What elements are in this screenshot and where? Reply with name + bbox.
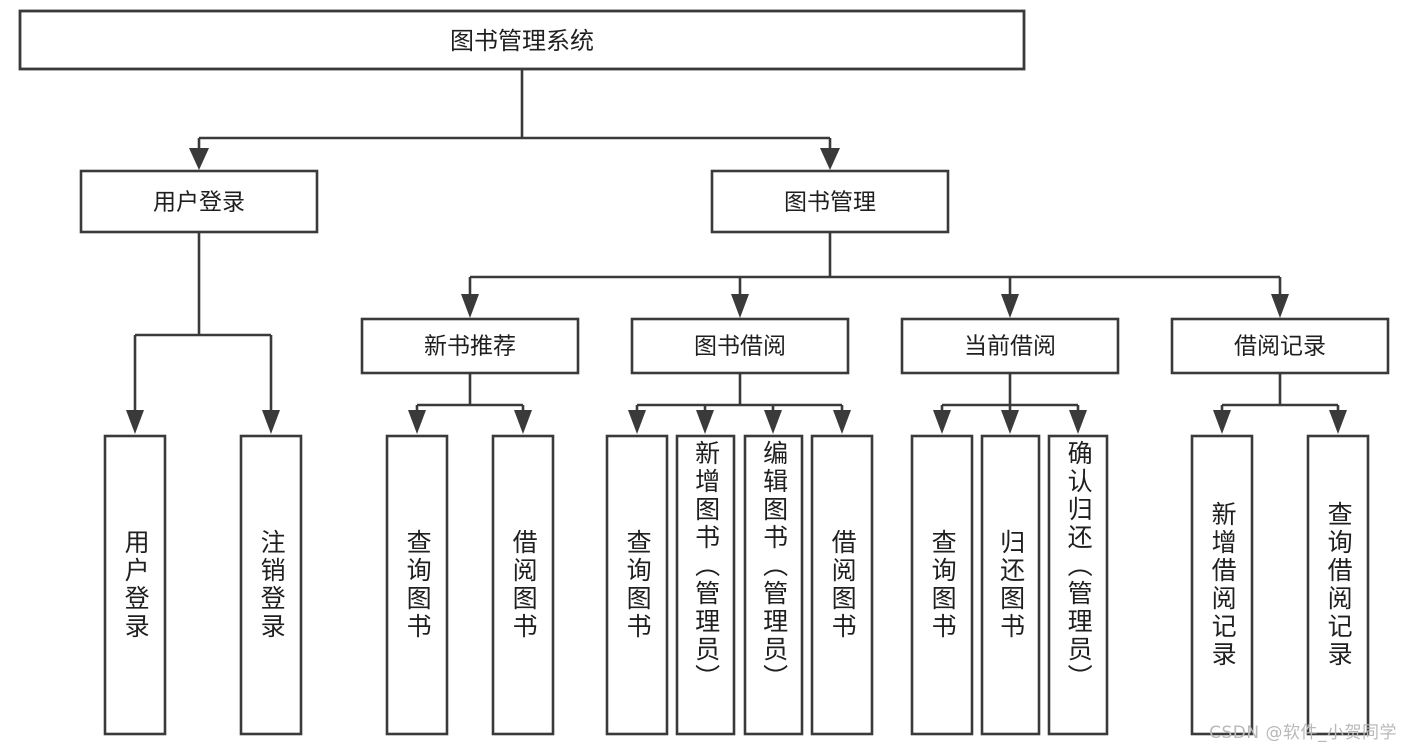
leaf-box-query-book-3[interactable] [910,434,974,736]
arrowhead-leaf-query-book-3 [933,410,951,434]
node-new-book-recommend-label: 新书推荐 [424,334,516,360]
node-current-borrow-label: 当前借阅 [964,334,1056,360]
arrowhead-current-borrow [1001,294,1019,318]
arrowhead-book-borrow [731,294,749,318]
leaf-box-user-login[interactable] [103,434,167,736]
arrowhead-leaf-query-book-1 [408,410,426,434]
leaf-box-query-book-2[interactable] [605,434,669,736]
node-book-management-label: 图书管理 [784,190,876,216]
csdn-watermark: CSDN @软件_小贺同学 [1209,723,1397,743]
leaf-box-confirm-return[interactable] [1047,434,1109,736]
node-borrow-record[interactable]: 借阅记录 [1170,317,1390,375]
node-book-management[interactable]: 图书管理 [710,169,950,234]
node-user-login[interactable]: 用户登录 [79,169,319,234]
leaf-box-edit-book[interactable] [743,434,804,736]
leaf-box-query-book-1[interactable] [385,434,449,736]
leaf-box-add-book[interactable] [675,434,736,736]
leaf-box-borrow-book-2[interactable] [810,434,874,736]
arrowhead-leaf-user-login [126,410,144,434]
node-book-borrow[interactable]: 图书借阅 [630,317,850,375]
arrowhead-leaf-query-book-2 [628,410,646,434]
arrowhead-userlogin [189,148,209,170]
arrowhead-new-book-recommend [461,294,479,318]
node-root-label: 图书管理系统 [450,27,594,55]
arrowhead-borrow-record [1271,294,1289,318]
arrowhead-leaf-borrow-book-1 [514,410,532,434]
arrowhead-leaf-confirm-return [1069,410,1087,434]
arrowhead-leaf-add-book [696,410,714,434]
leaf-box-borrow-book-1[interactable] [491,434,555,736]
node-current-borrow[interactable]: 当前借阅 [900,317,1120,375]
arrowhead-leaf-query-record [1329,410,1347,434]
node-new-book-recommend-box[interactable] [360,317,580,375]
node-book-borrow-label: 图书借阅 [694,334,786,360]
node-root-box[interactable] [18,9,1026,71]
node-book-management-box[interactable] [710,169,950,234]
node-new-book-recommend[interactable]: 新书推荐 [360,317,580,375]
leaf-box-query-record[interactable] [1306,434,1370,736]
leaf-box-logout[interactable] [239,434,303,736]
node-current-borrow-box[interactable] [900,317,1120,375]
node-borrow-record-label: 借阅记录 [1234,334,1326,360]
node-user-login-label: 用户登录 [153,190,245,216]
arrowhead-leaf-edit-book [764,410,782,434]
arrowhead-bookmgmt [820,148,840,170]
leaf-box-return-book[interactable] [980,434,1041,736]
node-book-borrow-box[interactable] [630,317,850,375]
node-root[interactable]: 图书管理系统 [18,9,1026,71]
arrowhead-leaf-add-record [1213,410,1231,434]
node-borrow-record-box[interactable] [1170,317,1390,375]
arrowhead-leaf-return-book [1001,410,1019,434]
arrowhead-leaf-borrow-book-2 [833,410,851,434]
leaf-box-add-record[interactable] [1190,434,1254,736]
arrowhead-leaf-logout [262,410,280,434]
